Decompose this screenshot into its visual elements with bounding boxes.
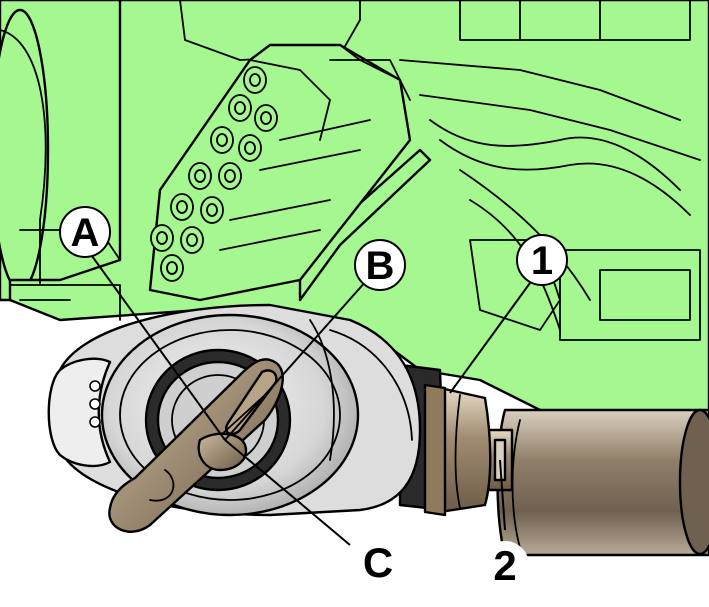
electrical-connector	[148, 43, 412, 302]
leader-line-2	[499, 459, 506, 531]
locking-sleeve	[398, 363, 492, 517]
callout-label-b: B	[366, 244, 395, 288]
callout-a: A	[59, 206, 111, 258]
callout-c: C	[352, 536, 404, 588]
callout-label-c: C	[363, 539, 393, 586]
leader-line-a	[91, 255, 226, 441]
leader-line-1	[449, 282, 531, 394]
callout-2: 2	[481, 541, 529, 589]
leader-lines	[91, 255, 531, 546]
leader-line-b	[224, 279, 368, 441]
callout-1: 1	[516, 234, 568, 286]
callout-b: B	[354, 239, 406, 291]
callout-label-a: A	[71, 211, 100, 255]
indicator-dots	[89, 380, 101, 428]
callout-label-1: 1	[531, 239, 553, 283]
ignition-key	[108, 358, 284, 533]
callout-label-2: 2	[493, 542, 516, 589]
connector-pin-holes	[150, 66, 278, 282]
steering-shaft	[486, 408, 709, 557]
leader-line-c	[224, 439, 351, 546]
